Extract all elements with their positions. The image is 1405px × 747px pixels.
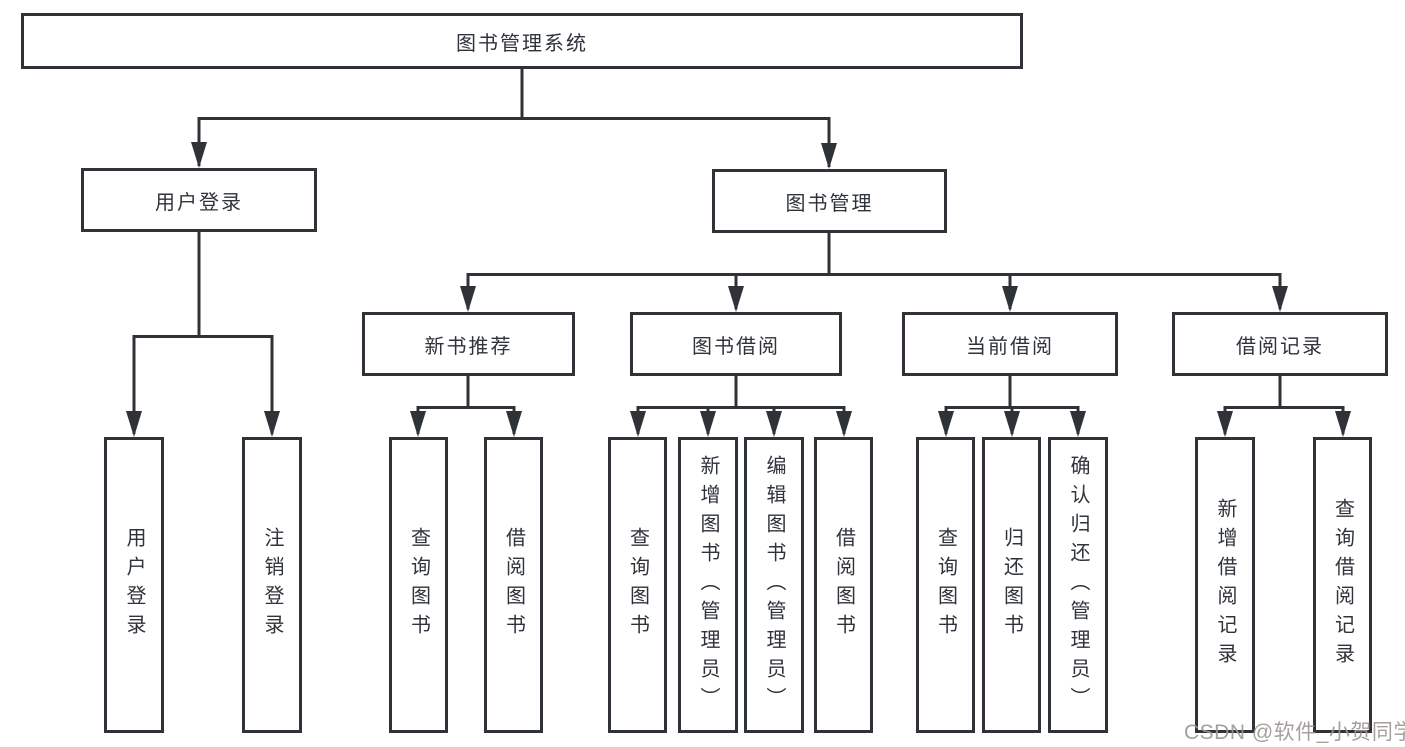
arrowhead-icons <box>126 142 1351 437</box>
leaf-user-login: 用户登录 <box>104 437 164 733</box>
node-new-book-recommend-label: 新书推荐 <box>424 335 513 358</box>
leaf-current-confirm-return-admin: 确认归还（管理员） <box>1048 437 1108 733</box>
node-book-management-label: 图书管理 <box>785 192 874 215</box>
leaf-recommend-query-books-label: 查询图书 <box>407 527 430 643</box>
leaf-current-return-books-label: 归还图书 <box>1000 527 1023 643</box>
leaf-records-add-record: 新增借阅记录 <box>1195 437 1255 733</box>
leaf-current-confirm-return-admin-label: 确认归还（管理员） <box>1067 454 1089 716</box>
leaf-borrow-edit-books-admin-label: 编辑图书（管理员） <box>763 454 785 716</box>
leaf-current-return-books: 归还图书 <box>982 437 1041 733</box>
node-borrow-records: 借阅记录 <box>1172 312 1388 376</box>
node-book-borrow-label: 图书借阅 <box>692 335 780 358</box>
node-new-book-recommend: 新书推荐 <box>362 312 575 376</box>
node-library-system: 图书管理系统 <box>21 13 1023 69</box>
node-current-borrow-label: 当前借阅 <box>966 335 1054 358</box>
leaf-borrow-borrow-books-label: 借阅图书 <box>832 527 855 643</box>
leaf-records-query-record-label: 查询借阅记录 <box>1331 498 1354 672</box>
node-user-login-label: 用户登录 <box>155 191 243 214</box>
node-book-borrow: 图书借阅 <box>630 312 842 376</box>
leaf-recommend-query-books: 查询图书 <box>389 437 448 733</box>
leaf-borrow-query-books-label: 查询图书 <box>626 527 649 643</box>
leaf-logout-login-label: 注销登录 <box>261 527 283 643</box>
csdn-watermark: CSDN @软件_小贺同学 <box>1184 721 1405 744</box>
leaf-borrow-borrow-books: 借阅图书 <box>814 437 873 733</box>
leaf-recommend-borrow-books-label: 借阅图书 <box>502 527 525 643</box>
node-library-system-label: 图书管理系统 <box>456 32 588 55</box>
node-current-borrow: 当前借阅 <box>902 312 1118 376</box>
leaf-user-login-label: 用户登录 <box>123 527 145 643</box>
leaf-borrow-query-books: 查询图书 <box>608 437 667 733</box>
leaf-borrow-add-books-admin-label: 新增图书（管理员） <box>697 454 719 716</box>
leaf-recommend-borrow-books: 借阅图书 <box>484 437 543 733</box>
leaf-borrow-add-books-admin: 新增图书（管理员） <box>678 437 738 733</box>
node-book-management: 图书管理 <box>712 169 947 233</box>
node-user-login: 用户登录 <box>81 168 317 232</box>
leaf-logout-login: 注销登录 <box>242 437 302 733</box>
node-borrow-records-label: 借阅记录 <box>1236 335 1324 358</box>
leaf-records-query-record: 查询借阅记录 <box>1313 437 1372 733</box>
leaf-current-query-books-label: 查询图书 <box>934 527 957 643</box>
leaf-current-query-books: 查询图书 <box>916 437 975 733</box>
leaf-records-add-record-label: 新增借阅记录 <box>1214 498 1236 672</box>
connector-path <box>132 69 1345 434</box>
leaf-borrow-edit-books-admin: 编辑图书（管理员） <box>744 437 804 733</box>
